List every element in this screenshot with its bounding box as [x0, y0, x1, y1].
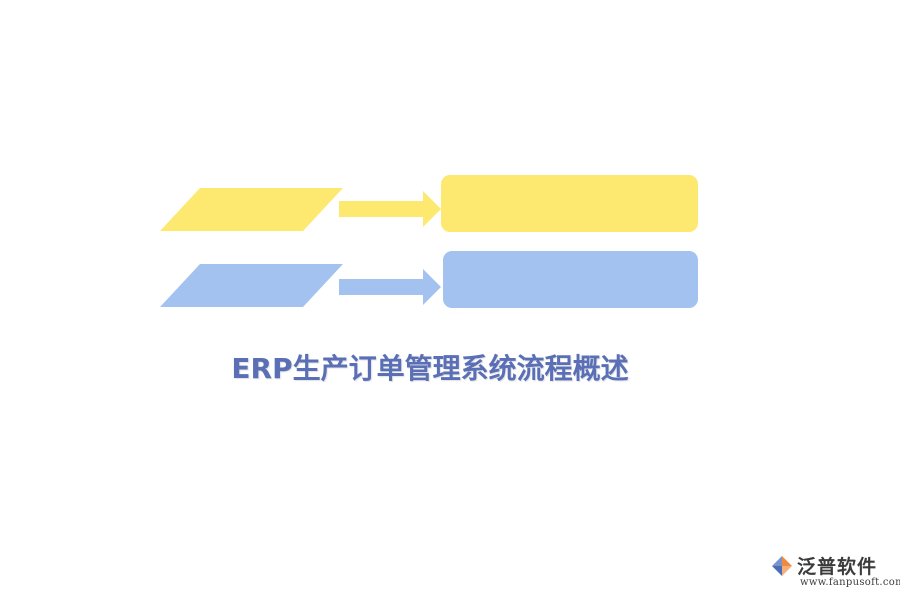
- row-2-output-box: [443, 251, 698, 308]
- page-title: ERP生产订单管理系统流程概述: [231, 352, 629, 385]
- logo-mark-icon: [772, 556, 792, 576]
- logo-mark-orange-2: [782, 566, 792, 576]
- logo-name: 泛普软件: [797, 556, 878, 578]
- row-1-arrow: [339, 191, 441, 227]
- row-1-output-box: [441, 175, 698, 232]
- row-2-input-parallelogram: [160, 264, 343, 307]
- logo-url: www.fanpusoft.com: [800, 577, 900, 588]
- row-1-input-parallelogram: [160, 188, 343, 231]
- logo-mark-blue: [772, 566, 782, 576]
- logo-mark-blue-2: [772, 556, 782, 566]
- logo-mark-orange: [782, 556, 792, 566]
- row-2-arrow: [339, 269, 441, 305]
- brand-logo: 泛普软件 www.fanpusoft.com: [770, 552, 900, 592]
